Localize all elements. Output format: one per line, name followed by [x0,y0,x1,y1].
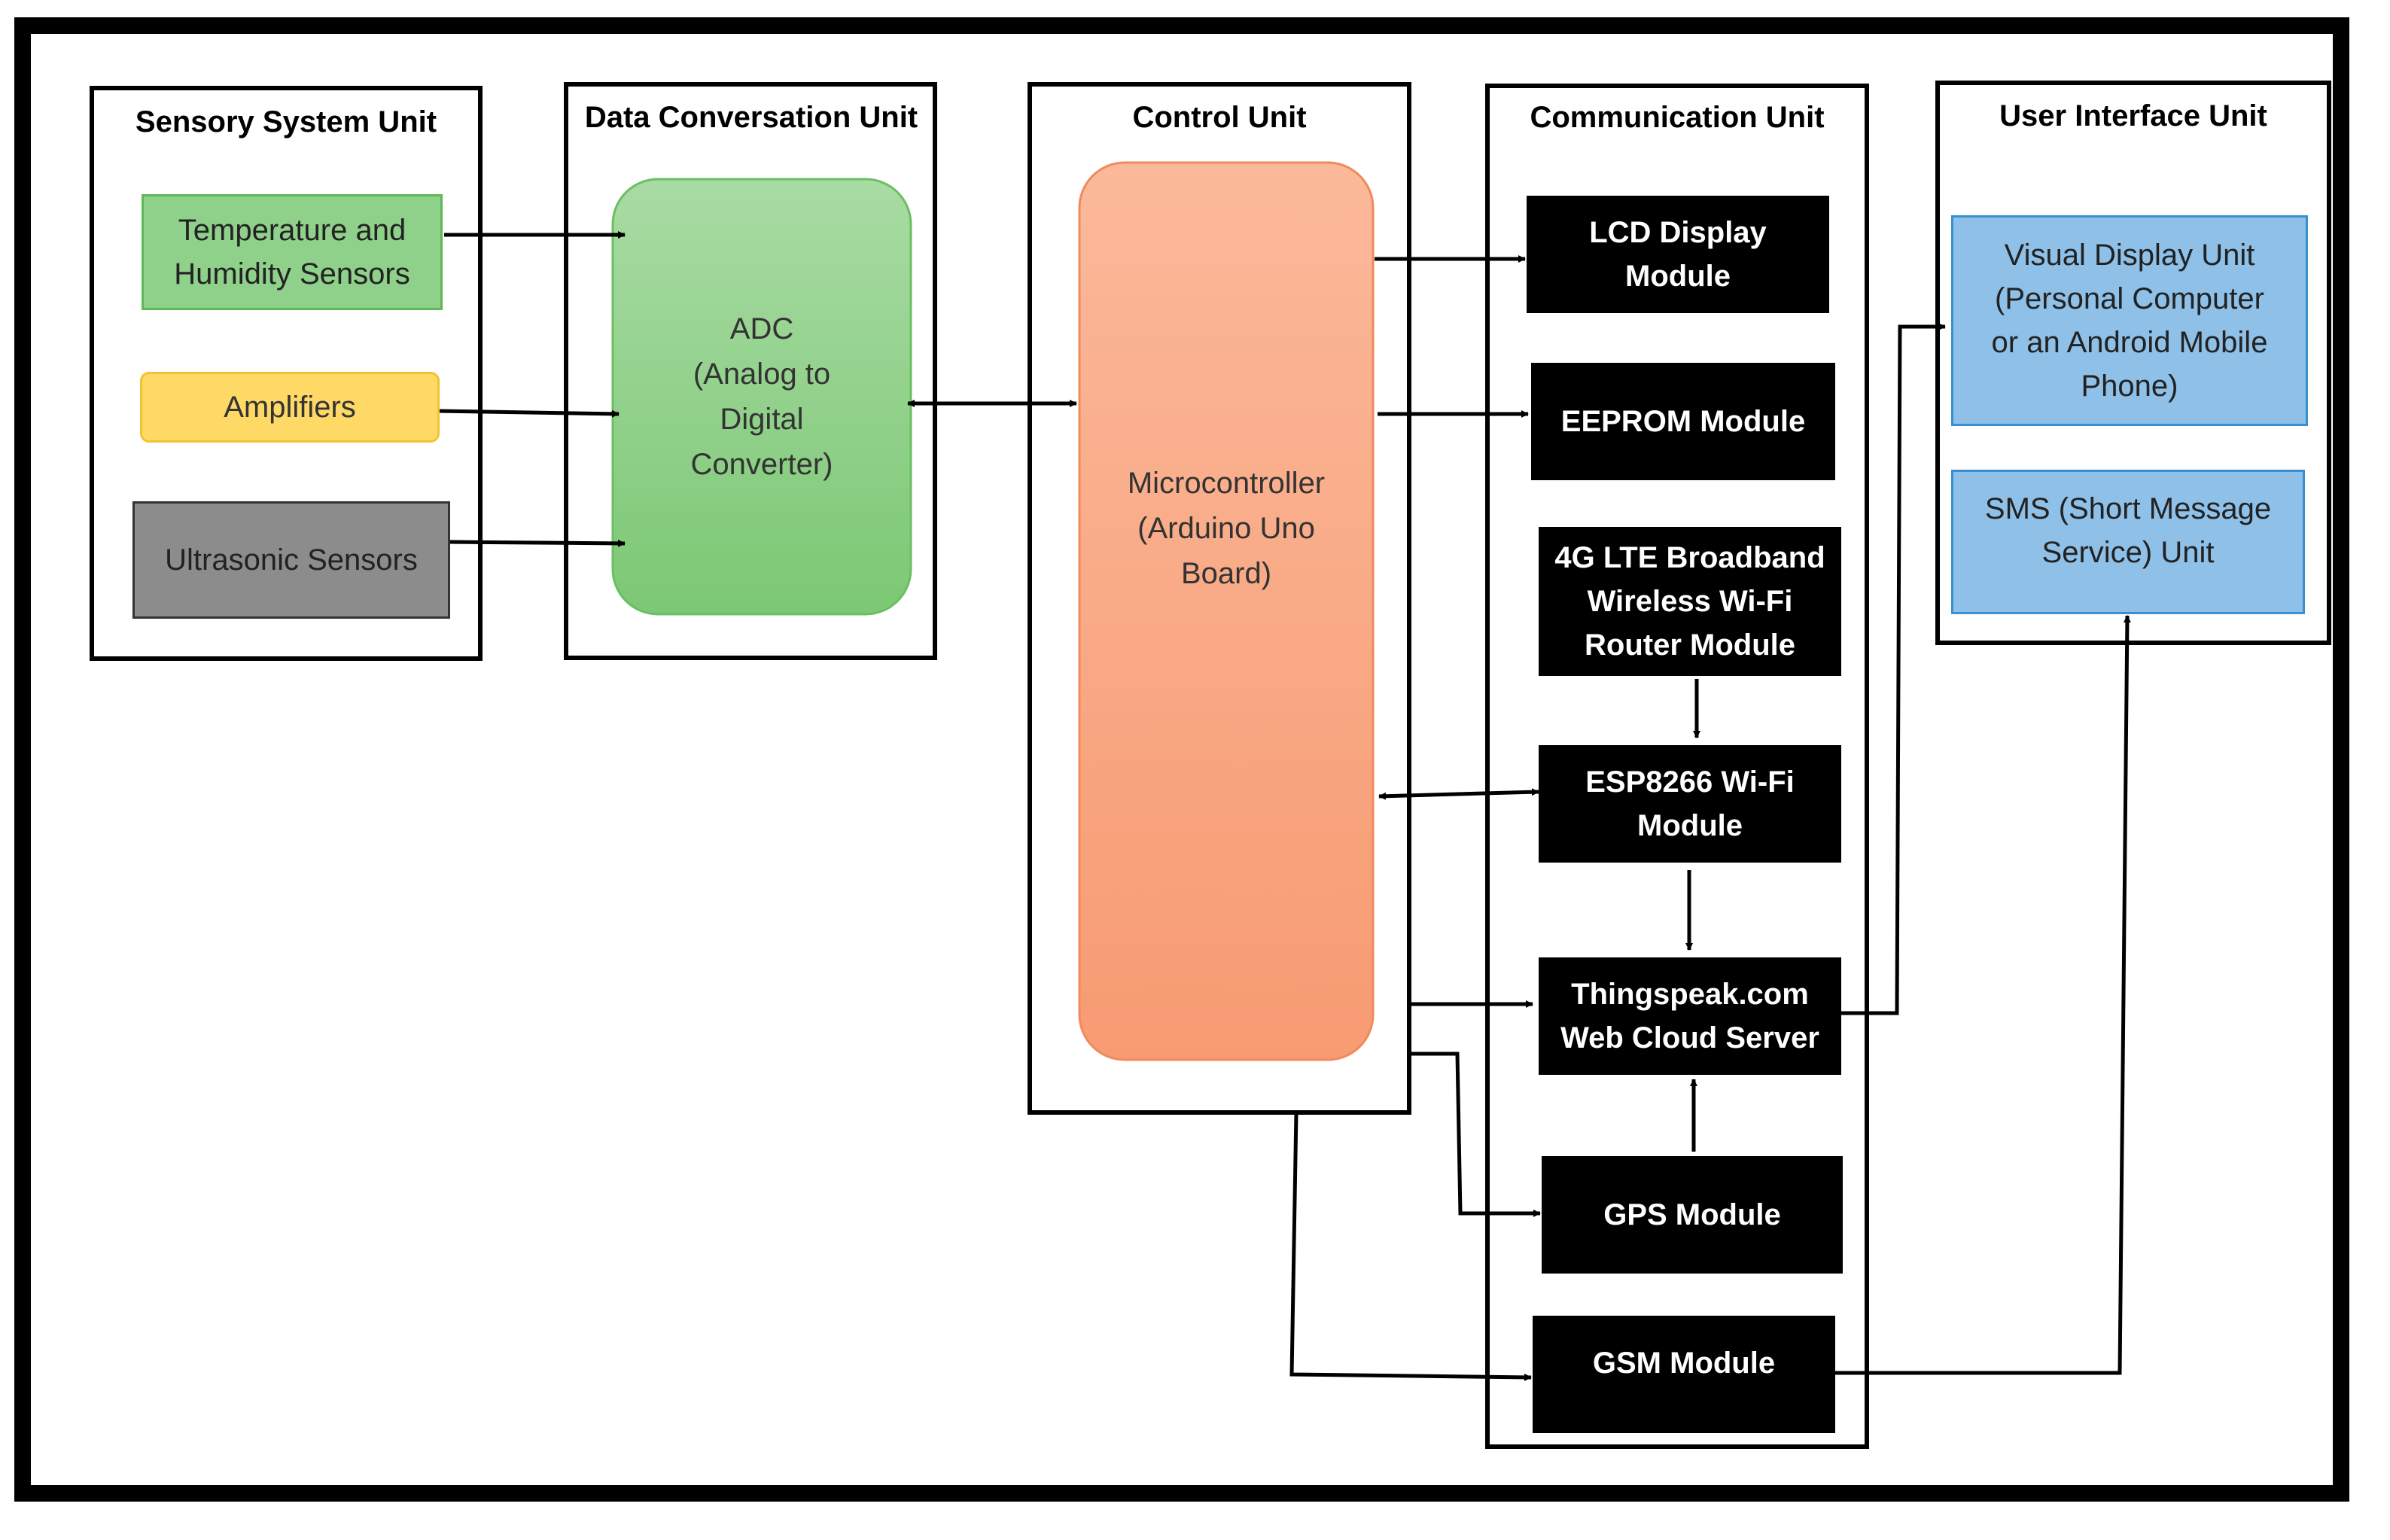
arrow-thingspeak-visual [1841,323,1946,1015]
sensory-unit-title: Sensory System Unit [135,105,437,138]
sms-unit: SMS (Short Message Service) Unit [1951,470,2305,614]
gsm-module: GSM Module [1533,1316,1835,1433]
arrow-amp-adc [437,409,620,418]
data-conversation-unit-frame [564,82,937,660]
data-conversation-unit-title: Data Conversation Unit [584,101,918,134]
outer-frame [14,17,2349,1502]
lcd-display-module: LCD Display Module [1527,196,1829,313]
arrow-mcu-gps [1411,1052,1541,1217]
adc-label: ADC (Analog to Digital Converter) [690,312,833,481]
communication-unit-frame [1485,84,1869,1449]
router-module: 4G LTE Broadband Wireless Wi-Fi Router M… [1539,527,1841,676]
thingspeak-web-cloud-server: Thingspeak.com Web Cloud Server [1539,957,1841,1075]
amplifiers: Amplifiers [140,372,440,443]
ultrasonic-sensors: Ultrasonic Sensors [132,501,450,619]
temperature-humidity-sensors: Temperature and Humidity Sensors [142,194,443,310]
microcontroller-shape [1078,161,1375,1061]
user-interface-unit-title: User Interface Unit [1999,99,2267,132]
arrow-mcu-esp [1378,788,1539,800]
arrow-ultra-adc [449,539,626,547]
sensory-unit-frame [90,86,483,661]
visual-display-unit: Visual Display Unit (Personal Computer o… [1951,215,2308,426]
control-unit-frame [1028,82,1411,1115]
communication-unit-title: Communication Unit [1530,101,1825,134]
esp8266-wifi-module: ESP8266 Wi-Fi Module [1539,745,1841,863]
user-interface-unit-frame [1935,81,2331,645]
gps-module: GPS Module [1542,1156,1843,1274]
control-unit-title: Control Unit [1132,101,1307,134]
arrow-mcu-gsm [1289,1112,1532,1381]
adc-shape [611,178,912,616]
arrow-gsm-sms [1835,615,2131,1375]
microcontroller-label: Microcontroller (Arduino Uno Board) [1127,467,1326,590]
eeprom-module: EEPROM Module [1531,363,1835,480]
